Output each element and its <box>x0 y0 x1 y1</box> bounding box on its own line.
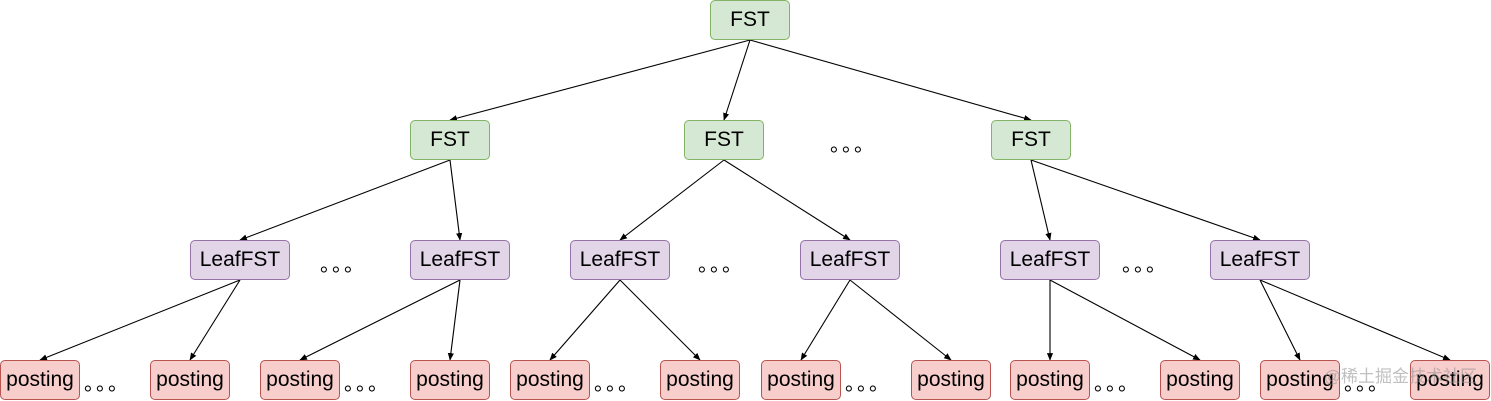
posting-node-12: posting <box>1410 360 1490 400</box>
watermark: @稀土掘金技术社区 <box>1323 367 1477 386</box>
posting-ellipsis-2: 。。。 <box>344 373 390 395</box>
edge-arrow-8 <box>1030 159 1052 241</box>
leaf-fst-node-6: LeafFST <box>1210 240 1310 280</box>
leaf-fst-node-1: LeafFST <box>190 240 290 280</box>
edge-arrow-11 <box>189 279 241 361</box>
edge-arrow-9 <box>1030 159 1261 241</box>
leaf-ellipsis-1: 。。。 <box>320 254 366 276</box>
fst-node-1: FST <box>410 120 490 160</box>
posting-node-6: posting <box>660 360 740 400</box>
posting-ellipsis-3: 。。。 <box>594 373 640 395</box>
edge-arrow-1 <box>449 39 751 122</box>
edge-arrow-19 <box>1049 279 1201 361</box>
edge-arrow-3 <box>749 39 1032 122</box>
leaf-ellipsis-3: 。。。 <box>1122 254 1168 276</box>
leaf-fst-node-4: LeafFST <box>800 240 900 280</box>
posting-node-11: posting <box>1260 360 1340 400</box>
posting-node-2: posting <box>150 360 230 400</box>
edge-arrow-7 <box>723 159 851 241</box>
posting-ellipsis-6: 。。。 <box>1344 373 1390 395</box>
posting-node-10: posting <box>1160 360 1240 400</box>
edge-arrow-2 <box>723 39 751 121</box>
posting-node-3: posting <box>260 360 340 400</box>
leaf-fst-node-2: LeafFST <box>410 240 510 280</box>
edge-arrow-12 <box>299 279 461 361</box>
leaf-fst-node-3: LeafFST <box>570 240 670 280</box>
edge-arrow-6 <box>619 159 725 241</box>
edge-arrow-15 <box>619 279 701 361</box>
edge-arrow-14 <box>549 279 621 361</box>
posting-node-8: posting <box>911 360 991 400</box>
edge-arrow-16 <box>800 279 851 361</box>
edge-arrow-21 <box>1259 279 1451 361</box>
posting-ellipsis-1: 。。。 <box>84 373 130 395</box>
posting-node-9: posting <box>1010 360 1090 400</box>
edge-arrow-13 <box>447 279 461 361</box>
edge-arrow-20 <box>1259 279 1301 361</box>
root-fst-node: FST <box>710 0 790 40</box>
fst-node-2: FST <box>684 120 764 160</box>
posting-node-1: posting <box>0 360 80 400</box>
posting-node-7: posting <box>761 360 841 400</box>
posting-ellipsis-5: 。。。 <box>1094 373 1140 395</box>
edge-arrow-5 <box>449 159 463 241</box>
edge-arrow-17 <box>849 279 952 361</box>
posting-node-5: posting <box>510 360 590 400</box>
fst-level-ellipsis: 。。。 <box>830 134 876 156</box>
edge-arrow-4 <box>239 159 451 241</box>
leaf-ellipsis-2: 。。。 <box>698 254 744 276</box>
posting-node-4: posting <box>410 360 490 400</box>
posting-ellipsis-4: 。。。 <box>845 373 891 395</box>
edge-arrow-10 <box>39 279 241 361</box>
leaf-fst-node-5: LeafFST <box>1000 240 1100 280</box>
fst-node-3: FST <box>991 120 1071 160</box>
